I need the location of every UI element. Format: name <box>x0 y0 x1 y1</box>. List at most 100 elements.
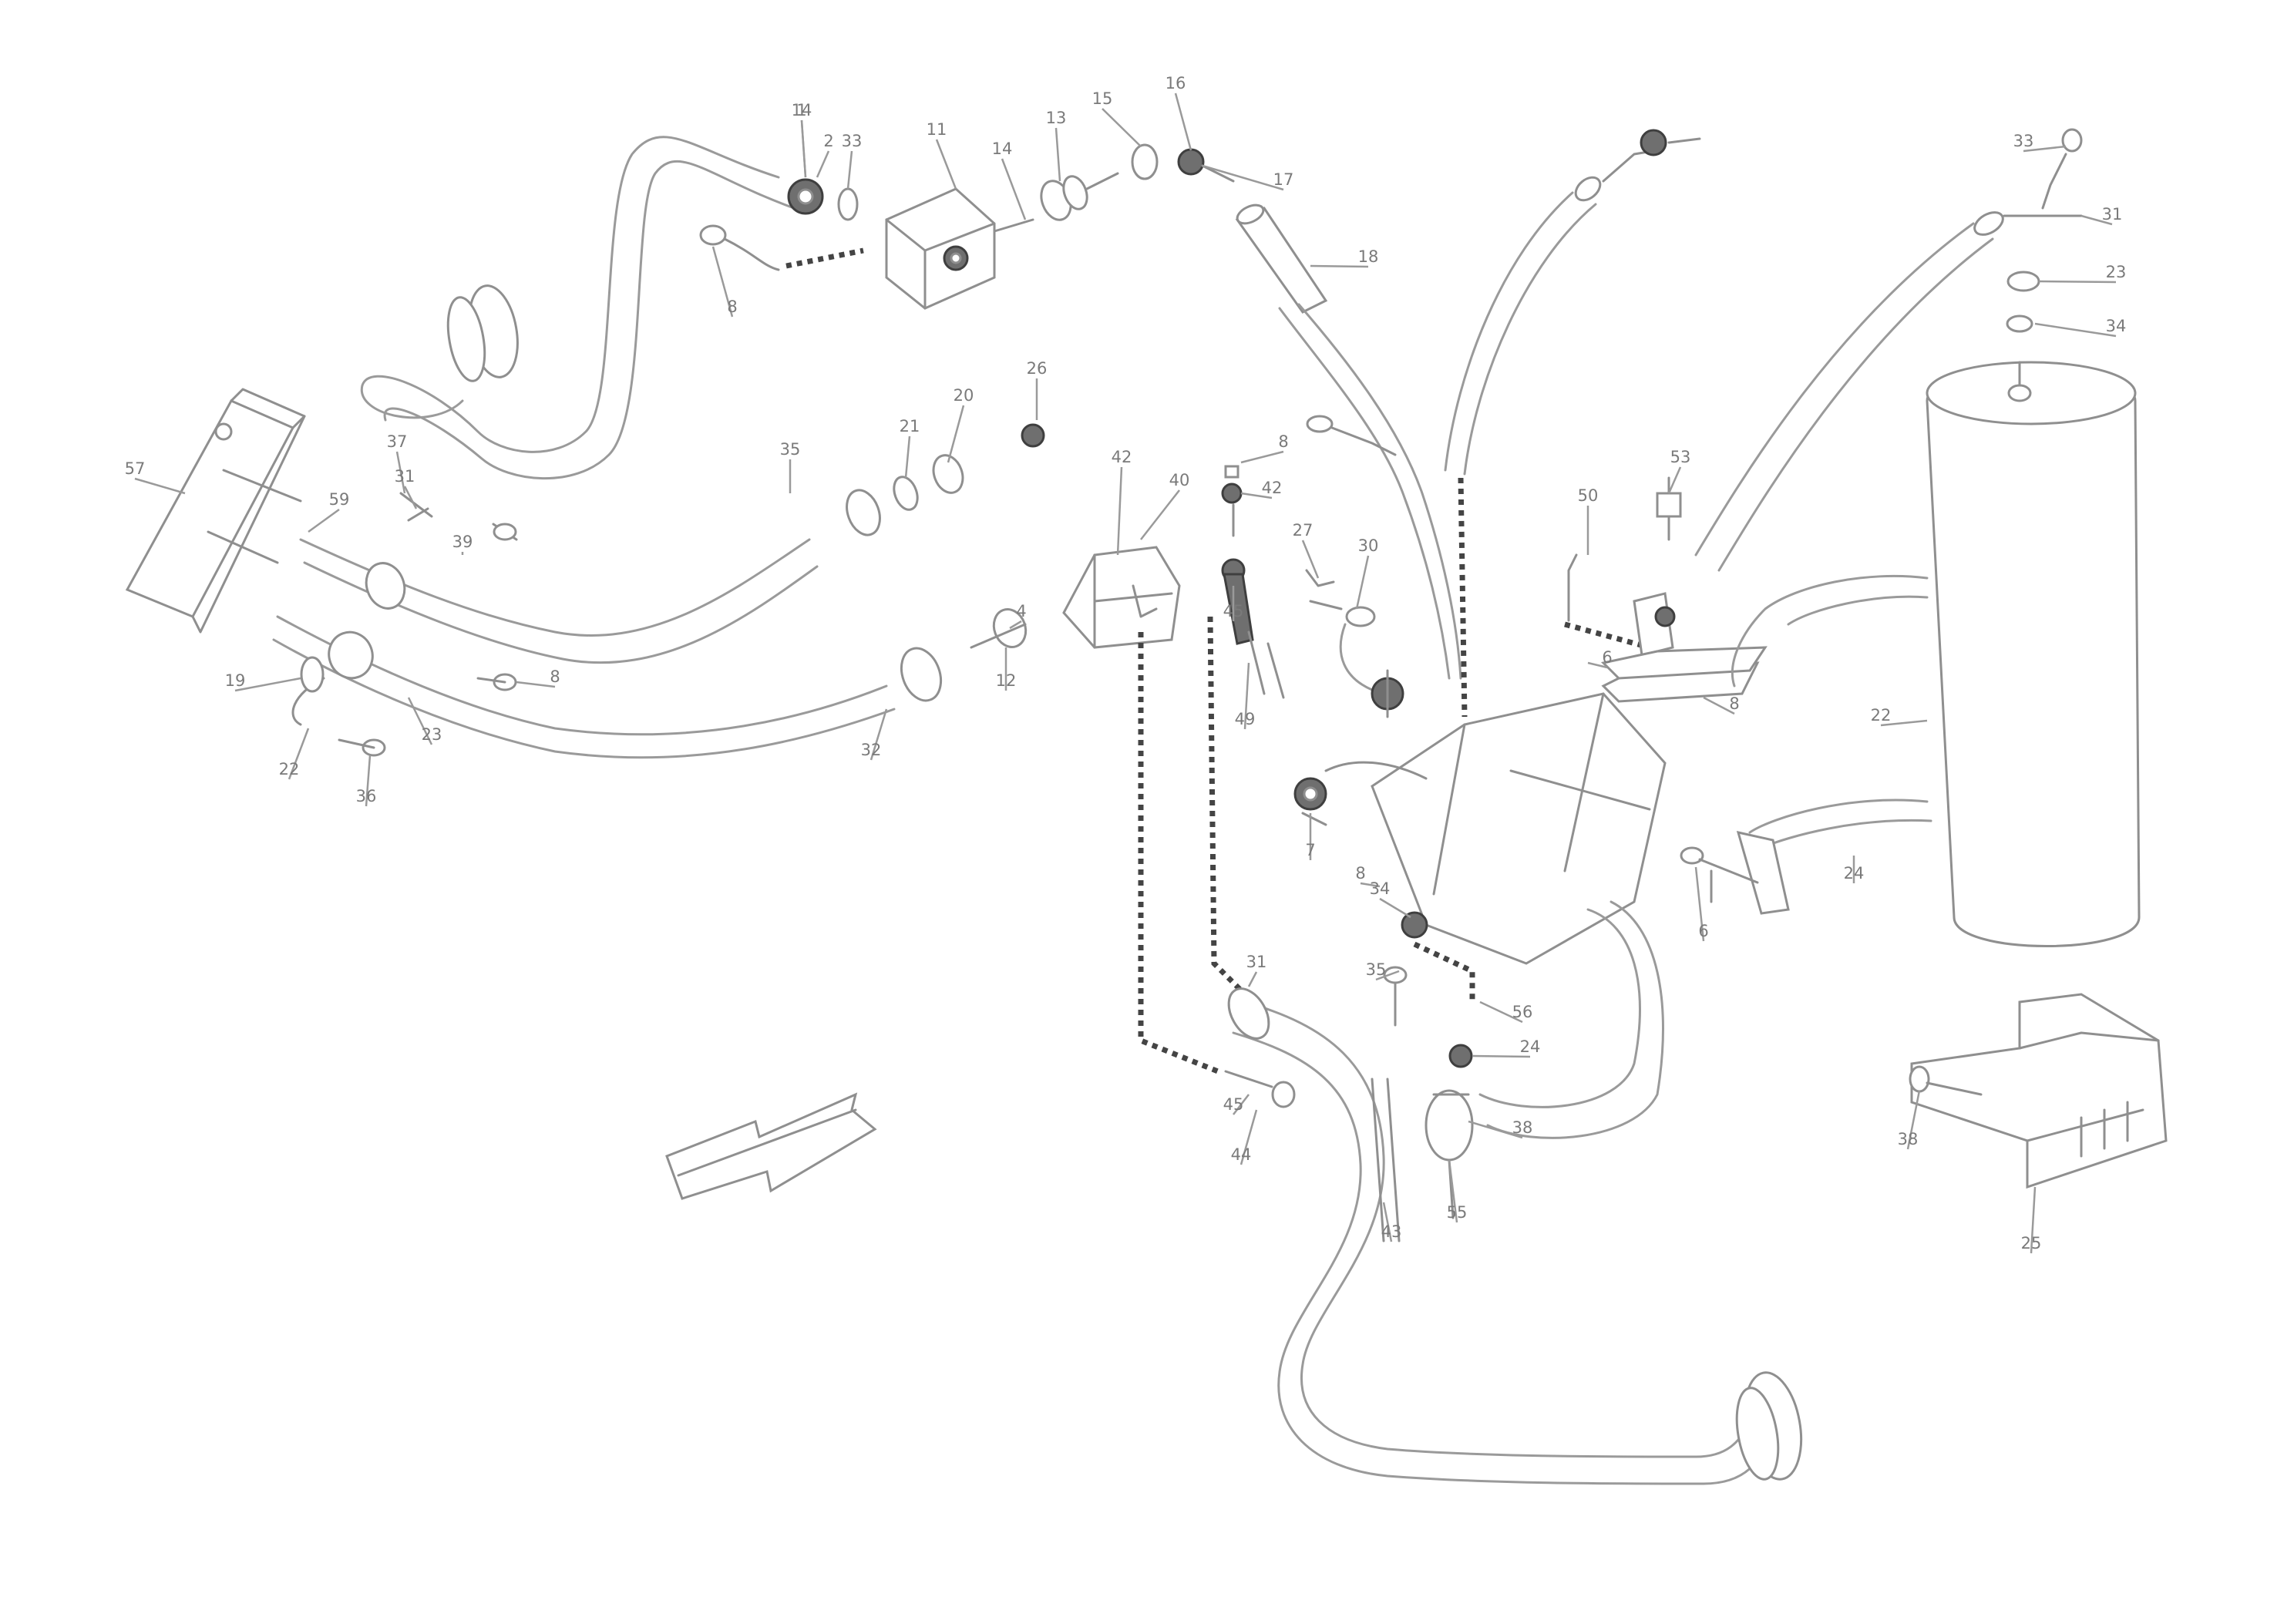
callout-label: 4 <box>1016 602 1026 620</box>
callout-label: 7 <box>1305 841 1315 859</box>
callout-label: 23 <box>2106 263 2127 281</box>
callout-label: 14 <box>992 140 1013 158</box>
leader-line <box>2030 1186 2037 1254</box>
top-fittings <box>787 143 1462 680</box>
callout-label: 1 <box>796 101 806 119</box>
callout-label: 8 <box>550 667 560 686</box>
leader-line <box>2080 214 2113 226</box>
middle-left-hoses <box>272 492 896 759</box>
leader-line <box>1301 540 1320 579</box>
leader-line <box>288 728 310 780</box>
bracket-near-6 <box>1564 476 1768 703</box>
leader-line <box>1233 1094 1250 1115</box>
callout-label: 45 <box>1223 1095 1244 1114</box>
callout-label: 13 <box>1046 109 1067 127</box>
leader-line <box>1240 450 1284 464</box>
callout-label: 33 <box>2013 132 2034 150</box>
callout-label: 8 <box>727 298 737 316</box>
leader-line <box>1140 489 1180 540</box>
callout-label: 2 <box>823 132 833 150</box>
callout-label: 35 <box>1366 960 1387 979</box>
leader-line <box>1243 662 1250 730</box>
callout-label: 22 <box>1871 706 1892 725</box>
callout-label: 22 <box>279 760 300 778</box>
leader-line <box>1116 466 1123 556</box>
leader-line <box>1448 1159 1458 1223</box>
callout-label: 34 <box>1370 879 1391 898</box>
direction-arrow <box>665 1092 877 1200</box>
leader-line <box>234 677 301 692</box>
leader-line <box>1375 970 1400 981</box>
callout-label: 50 <box>1578 486 1599 505</box>
callout-label: 40 <box>1169 471 1190 489</box>
callout-label: 25 <box>2021 1234 2042 1252</box>
leader-line <box>1880 719 1928 727</box>
callout-label: 24 <box>1520 1037 1541 1056</box>
callout-label: 44 <box>1231 1145 1252 1164</box>
leader-line <box>1906 1090 1921 1150</box>
leader-line <box>711 246 734 318</box>
leader-line <box>1703 696 1735 715</box>
leader-line <box>1468 1120 1523 1139</box>
callout-label: 6 <box>1602 648 1612 667</box>
leader-line <box>1054 127 1061 182</box>
leader-line <box>308 508 340 533</box>
leader-line <box>395 451 406 494</box>
callout-label: 32 <box>861 741 882 759</box>
upper-left-hose <box>360 136 796 480</box>
dark-fittings-column <box>1221 465 1404 718</box>
central-cooler-body <box>1324 692 1667 1219</box>
leader-line <box>1009 620 1022 630</box>
callout-label: 56 <box>1512 1003 1533 1021</box>
callout-label: 31 <box>2102 205 2123 224</box>
leader-line <box>407 697 433 745</box>
callout-label: 26 <box>1027 359 1048 378</box>
callout-label: 15 <box>1092 89 1113 108</box>
central-valve-block <box>1062 546 1243 1074</box>
leader-line <box>870 708 888 761</box>
callout-label: 21 <box>900 417 920 435</box>
leader-line <box>2023 145 2067 153</box>
leader-line <box>1240 1109 1258 1165</box>
callout-label: 35 <box>780 440 801 459</box>
leader-line <box>1587 661 1608 669</box>
callout-label: 49 <box>1235 710 1256 728</box>
callout-label: 36 <box>356 787 377 805</box>
tank-feed-hose <box>1694 128 2083 572</box>
callout-label: 24 <box>1844 864 1865 883</box>
leader-line <box>904 435 911 479</box>
leader-line <box>1001 158 1027 220</box>
callout-label: 14 <box>792 101 812 119</box>
callout-label: 18 <box>1358 247 1379 266</box>
leader-line <box>1240 492 1273 499</box>
callout-label: 19 <box>225 671 246 690</box>
callout-label: 38 <box>1512 1118 1533 1137</box>
callout-label: 59 <box>329 490 350 509</box>
callout-label: 53 <box>1670 448 1691 466</box>
callout-label: 42 <box>1112 448 1132 466</box>
leader-line <box>1102 108 1142 147</box>
mounting-bracket <box>1909 993 2168 1189</box>
callout-label: 8 <box>1355 864 1365 883</box>
callout-label: 12 <box>996 671 1017 690</box>
callout-label: 55 <box>1447 1203 1468 1222</box>
leader-line <box>2038 280 2117 284</box>
callout-label: 8 <box>1729 694 1739 713</box>
left-valve-block <box>125 388 306 634</box>
callout-label: 30 <box>1358 536 1379 555</box>
callout-label: 27 <box>1293 521 1314 540</box>
hydraulic-tank <box>1680 361 2141 947</box>
callout-label: 42 <box>1262 479 1283 497</box>
leader-line <box>1247 971 1258 987</box>
callout-label: 23 <box>422 725 442 744</box>
callout-label: 6 <box>1698 922 1708 940</box>
central-fittings <box>846 423 1045 702</box>
callout-label: 31 <box>395 467 415 486</box>
callout-label: 38 <box>1898 1130 1919 1148</box>
leader-line <box>816 150 830 178</box>
callout-label: 8 <box>1278 432 1288 451</box>
leader-line <box>134 477 186 495</box>
leader-line <box>1379 897 1411 919</box>
